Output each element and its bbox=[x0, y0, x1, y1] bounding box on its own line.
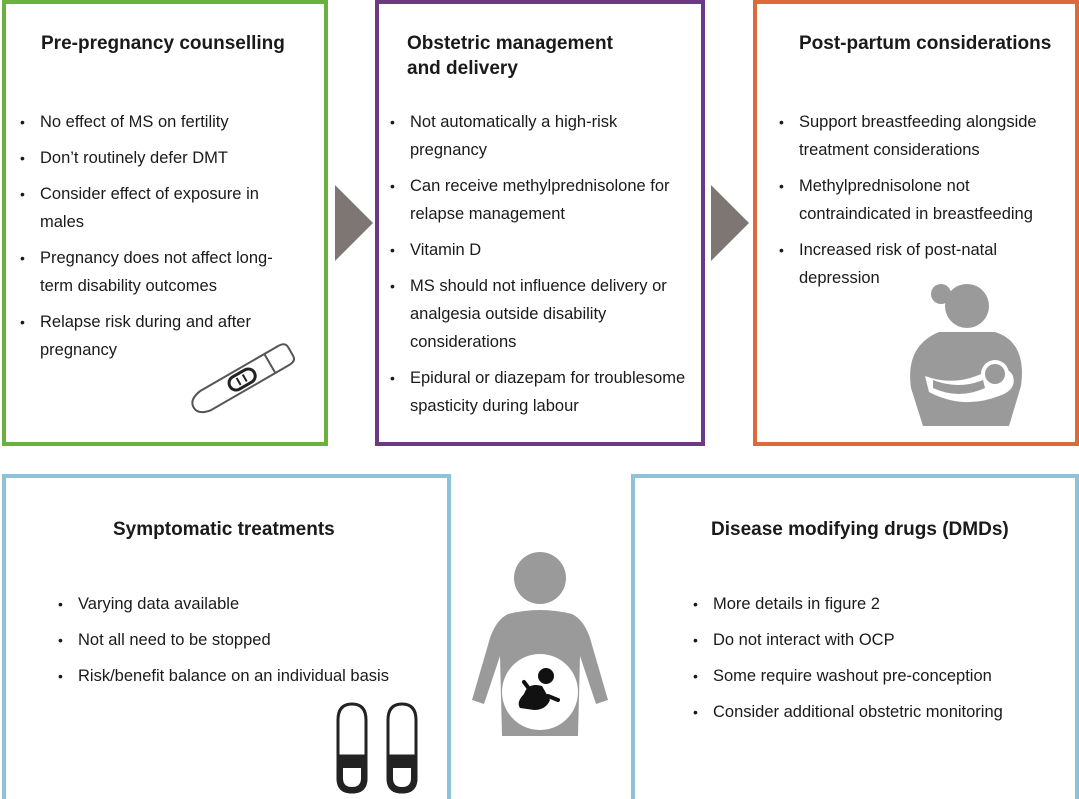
list-item: Increased risk of post-natal depression bbox=[777, 236, 1019, 292]
obstetric-box: Obstetric management and delivery Not au… bbox=[375, 0, 705, 446]
list-item: MS should not influence delivery or anal… bbox=[388, 272, 688, 356]
post-partum-list: Support breastfeeding alongside treatmen… bbox=[777, 108, 1057, 292]
dmd-box: Disease modifying drugs (DMDs) More deta… bbox=[631, 474, 1079, 799]
obstetric-title: Obstetric management and delivery bbox=[407, 31, 613, 81]
arrow-icon bbox=[711, 185, 749, 261]
list-item: Support breastfeeding alongside treatmen… bbox=[777, 108, 1057, 164]
list-item: Consider effect of exposure in males bbox=[18, 180, 280, 236]
list-item: Can receive methylprednisolone for relap… bbox=[388, 172, 688, 228]
list-item: Not all need to be stopped bbox=[56, 626, 436, 654]
list-item: Do not interact with OCP bbox=[691, 626, 1071, 654]
pre-pregnancy-list: No effect of MS on fertility Don’t routi… bbox=[18, 108, 280, 364]
list-item: Risk/benefit balance on an individual ba… bbox=[56, 662, 436, 690]
breastfeeding-mother-icon bbox=[910, 284, 1022, 426]
list-item: Relapse risk during and after pregnancy bbox=[18, 308, 280, 364]
list-item: Consider additional obstetric monitoring bbox=[691, 698, 1071, 726]
capsules-icon bbox=[336, 702, 418, 794]
pregnant-woman-icon bbox=[472, 552, 608, 736]
post-partum-title: Post-partum considerations bbox=[799, 33, 1052, 54]
list-item: Pregnancy does not affect long-term disa… bbox=[18, 244, 280, 300]
list-item: More details in figure 2 bbox=[691, 590, 1071, 618]
pre-pregnancy-title: Pre-pregnancy counselling bbox=[41, 33, 285, 54]
pregnancy-test-icon bbox=[191, 343, 296, 414]
list-item: Methylprednisolone not contraindicated i… bbox=[777, 172, 1059, 228]
symptomatic-list: Varying data available Not all need to b… bbox=[56, 590, 436, 690]
dmd-list: More details in figure 2 Do not interact… bbox=[691, 590, 1071, 726]
list-item: Vitamin D bbox=[388, 236, 688, 264]
list-item: Don’t routinely defer DMT bbox=[18, 144, 280, 172]
obstetric-title-line2: and delivery bbox=[407, 58, 518, 79]
symptomatic-box: Symptomatic treatments Varying data avai… bbox=[2, 474, 451, 799]
list-item: Some require washout pre-conception bbox=[691, 662, 1071, 690]
list-item: No effect of MS on fertility bbox=[18, 108, 280, 136]
pre-pregnancy-box: Pre-pregnancy counselling No effect of M… bbox=[2, 0, 328, 446]
obstetric-title-line1: Obstetric management bbox=[407, 33, 613, 54]
obstetric-list: Not automatically a high-risk pregnancy … bbox=[388, 108, 688, 420]
symptomatic-title: Symptomatic treatments bbox=[113, 519, 335, 540]
post-partum-box: Post-partum considerations Support breas… bbox=[753, 0, 1079, 446]
list-item: Varying data available bbox=[56, 590, 436, 618]
dmd-title: Disease modifying drugs (DMDs) bbox=[711, 519, 1009, 540]
list-item: Epidural or diazepam for troublesome spa… bbox=[388, 364, 688, 420]
arrow-icon bbox=[335, 185, 373, 261]
list-item: Not automatically a high-risk pregnancy bbox=[388, 108, 640, 164]
